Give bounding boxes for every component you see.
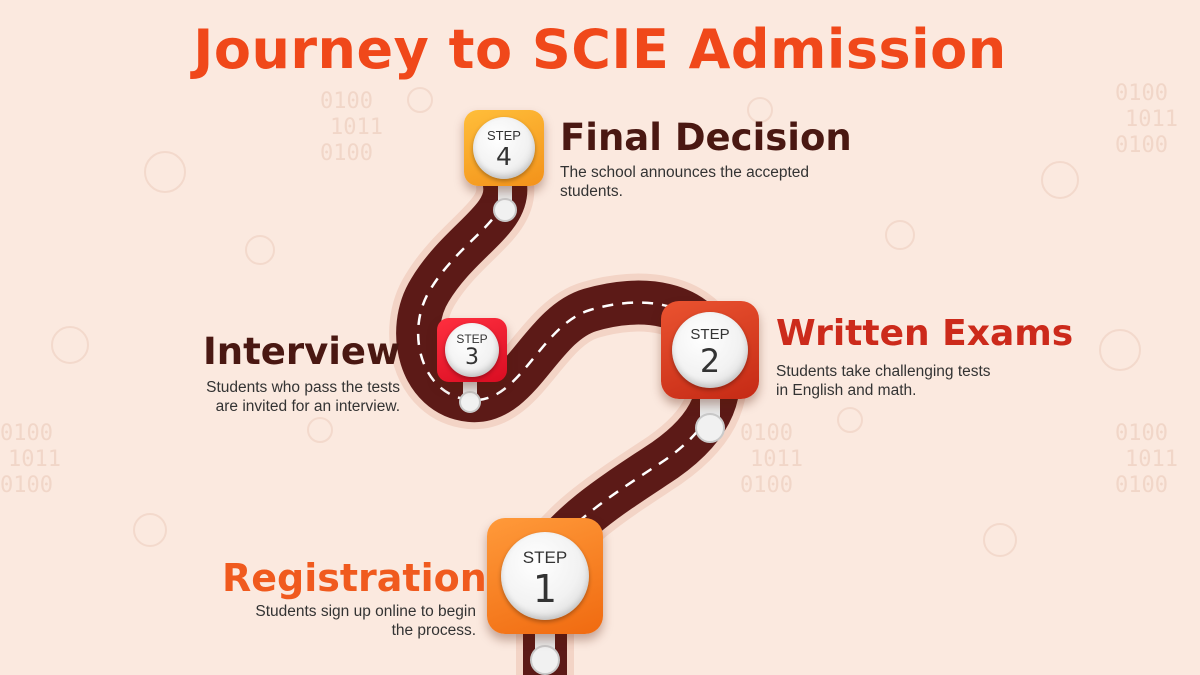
binary-decor-line: 1011 bbox=[8, 447, 61, 472]
binary-decor-line: 0100 bbox=[740, 473, 793, 498]
binary-decor-line: 0100 bbox=[0, 421, 53, 446]
step-2-disc: STEP 2 bbox=[672, 312, 748, 388]
step-label: STEP bbox=[690, 326, 730, 343]
step-3-disc: STEP 3 bbox=[445, 323, 499, 377]
binary-decor-line: 0100 bbox=[1115, 81, 1168, 106]
step-number: 1 bbox=[532, 567, 558, 611]
step-3-description: Students who pass the tests are invited … bbox=[206, 379, 400, 415]
step-4-description: The school announces the accepted studen… bbox=[560, 164, 810, 200]
binary-decor-line: 0100 bbox=[1115, 473, 1168, 498]
road-pin bbox=[459, 391, 481, 413]
binary-decor-line: 0100 bbox=[740, 421, 793, 446]
step-number: 3 bbox=[465, 345, 479, 370]
step-2-badge: STEP 2 bbox=[661, 301, 759, 399]
step-1-heading: Registration bbox=[222, 556, 487, 600]
step-label: STEP bbox=[487, 128, 521, 143]
binary-decor-line: 0100 bbox=[1115, 421, 1168, 446]
step-2-description: Students take challenging tests in Engli… bbox=[776, 363, 991, 399]
binary-decor-line: 1011 bbox=[1125, 447, 1178, 472]
binary-decor-line: 0100 bbox=[0, 473, 53, 498]
step-number: 2 bbox=[699, 342, 721, 380]
step-3-heading: Interview bbox=[203, 330, 401, 373]
step-1-badge: STEP 1 bbox=[487, 518, 603, 634]
step-label: STEP bbox=[456, 332, 488, 346]
step-label: STEP bbox=[522, 548, 568, 567]
road-pin bbox=[493, 198, 517, 222]
step-4-heading: Final Decision bbox=[560, 116, 852, 159]
binary-decor-line: 0100 bbox=[320, 141, 373, 166]
road-pin bbox=[695, 413, 725, 443]
step-3-badge: STEP 3 bbox=[437, 318, 507, 382]
step-4-disc: STEP 4 bbox=[473, 117, 535, 179]
step-2-heading: Written Exams bbox=[776, 313, 1074, 354]
binary-decor-line: 1011 bbox=[330, 115, 383, 140]
step-4-badge: STEP 4 bbox=[464, 110, 544, 186]
binary-decor-line: 0100 bbox=[1115, 133, 1168, 158]
binary-decor-line: 0100 bbox=[320, 89, 373, 114]
binary-decor-line: 1011 bbox=[1125, 107, 1178, 132]
binary-decor-line: 1011 bbox=[750, 447, 803, 472]
step-1-description: Students sign up online to begin the pro… bbox=[255, 603, 476, 639]
step-1-disc: STEP 1 bbox=[501, 532, 589, 620]
page-title: Journey to SCIE Admission bbox=[193, 18, 1007, 81]
step-number: 4 bbox=[496, 142, 512, 171]
road-pin bbox=[530, 645, 560, 675]
